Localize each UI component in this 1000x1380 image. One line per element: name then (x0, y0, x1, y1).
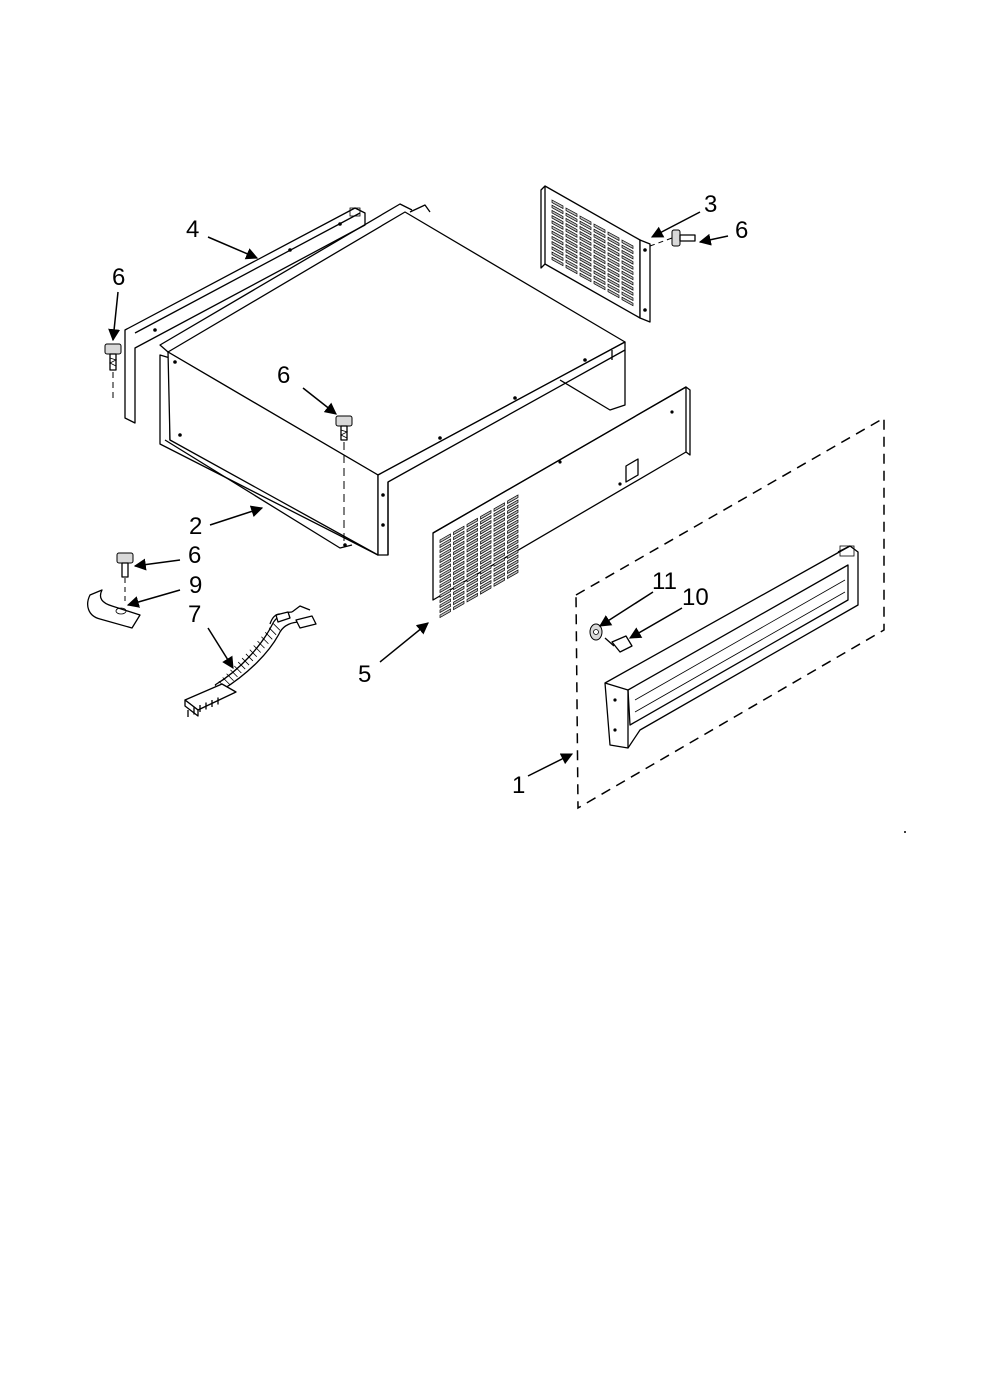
part-1-toe-grille-assembly (575, 416, 885, 810)
callout-labels: 1 2 3 4 5 6 6 6 6 7 9 10 11 (112, 191, 748, 799)
part-5-front-panel (432, 386, 691, 619)
callout-6-clamp: 6 (188, 542, 201, 569)
grille-3-slots (551, 199, 634, 307)
callout-10: 10 (682, 584, 709, 611)
callout-7: 7 (188, 601, 201, 628)
callout-6-left-rail: 6 (112, 264, 125, 291)
callout-4: 4 (186, 216, 199, 243)
callout-1: 1 (512, 772, 525, 799)
screw-right-grille (649, 229, 696, 247)
callout-11: 11 (652, 568, 677, 595)
callout-2: 2 (189, 513, 202, 540)
screw-clamp (116, 552, 134, 605)
callout-6-right-grille: 6 (735, 217, 748, 244)
leaders (108, 211, 729, 777)
callout-6-top: 6 (277, 362, 290, 389)
part-2-cabinet (159, 203, 626, 556)
part-3-rear-grille (540, 185, 651, 323)
grille-5-slots (439, 494, 519, 619)
part-9-clamp (87, 589, 141, 629)
callout-5: 5 (358, 661, 371, 688)
screw-top (335, 415, 353, 545)
callout-3: 3 (704, 191, 717, 218)
part-7-wire-harness (184, 605, 317, 717)
part-4-rear-rail (124, 207, 366, 424)
callout-9: 9 (189, 572, 202, 599)
screw-left-rail (104, 343, 122, 400)
